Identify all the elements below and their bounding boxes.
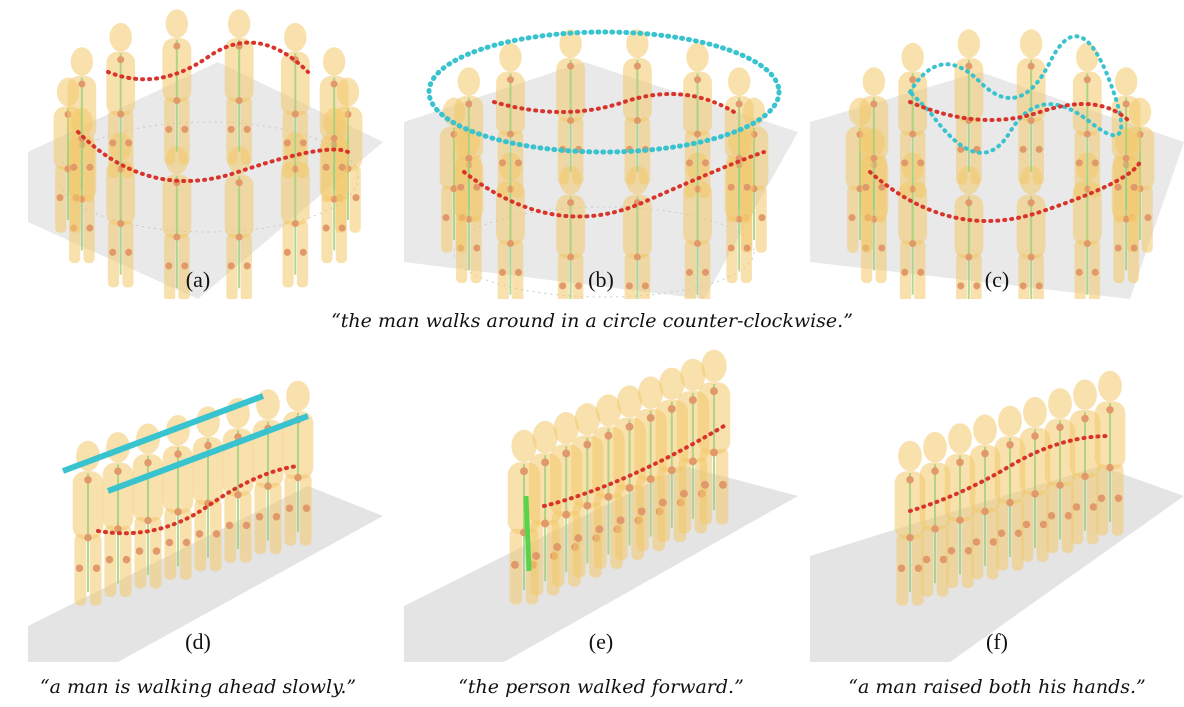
human-figure bbox=[132, 423, 164, 589]
panel-label: (a) bbox=[185, 267, 211, 292]
panel-f-render bbox=[810, 370, 1184, 662]
human-figure bbox=[969, 414, 1001, 580]
panel-label: (c) bbox=[984, 267, 1010, 292]
panel-c-figures bbox=[845, 29, 1155, 299]
panel-label: (f) bbox=[986, 629, 1008, 654]
panel-a-render bbox=[28, 9, 383, 299]
caption-f: “a man raised both his hands.” bbox=[848, 676, 1146, 698]
panel-a: (a) bbox=[8, 2, 388, 299]
human-figure bbox=[724, 67, 754, 223]
human-figure bbox=[1094, 370, 1126, 536]
panel-label: (b) bbox=[588, 267, 614, 292]
human-figure bbox=[1044, 388, 1076, 554]
caption-top: “the man walks around in a circle counte… bbox=[331, 310, 853, 332]
panel-b: (b) bbox=[404, 2, 798, 299]
human-figure bbox=[994, 405, 1026, 571]
human-figure bbox=[1111, 67, 1141, 223]
panel-d-render bbox=[28, 380, 383, 662]
human-figure bbox=[622, 29, 652, 185]
human-figure bbox=[1016, 165, 1046, 299]
panel-e-figures bbox=[507, 349, 731, 605]
panel-c: (c) bbox=[810, 2, 1184, 299]
human-figure bbox=[282, 380, 314, 546]
human-figure bbox=[1072, 42, 1102, 199]
human-figure bbox=[1016, 29, 1046, 185]
human-figure bbox=[556, 165, 586, 299]
human-figure bbox=[556, 29, 586, 185]
panel-label: (d) bbox=[185, 629, 211, 654]
human-figure bbox=[944, 423, 976, 589]
human-figure bbox=[919, 431, 951, 597]
panel-f-figures bbox=[894, 370, 1126, 606]
human-figure bbox=[954, 165, 984, 299]
human-figure bbox=[898, 42, 928, 199]
caption-e: “the person walked forward.” bbox=[458, 676, 744, 698]
panel-d: (d) bbox=[8, 346, 388, 662]
human-figure bbox=[859, 67, 889, 223]
human-figure bbox=[106, 22, 136, 179]
panel-label: (e) bbox=[588, 629, 614, 654]
human-figure bbox=[622, 165, 652, 299]
human-figure bbox=[1019, 396, 1051, 562]
human-figure bbox=[192, 406, 224, 572]
panel-c-render bbox=[810, 29, 1184, 299]
caption-d: “a man is walking ahead slowly.” bbox=[39, 676, 357, 698]
human-figure bbox=[319, 47, 349, 203]
human-figure bbox=[1069, 379, 1101, 545]
panel-b-render bbox=[404, 29, 798, 299]
human-figure bbox=[954, 29, 984, 185]
panel-a-figures bbox=[53, 9, 363, 299]
human-figure bbox=[162, 9, 192, 165]
panel-f: (f) bbox=[810, 346, 1184, 662]
human-figure bbox=[496, 42, 525, 199]
human-figure bbox=[162, 414, 194, 580]
human-figure bbox=[224, 9, 254, 165]
human-figure bbox=[894, 440, 926, 606]
panel-e: (e) bbox=[404, 346, 798, 662]
human-figure bbox=[67, 47, 97, 203]
human-figure bbox=[454, 67, 484, 223]
panel-e-render bbox=[404, 349, 798, 662]
